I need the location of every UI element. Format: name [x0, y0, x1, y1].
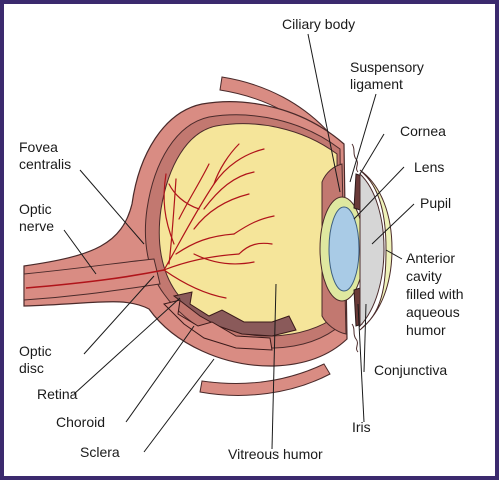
- label-line: Anterior: [406, 250, 456, 266]
- label-line: disc: [19, 360, 44, 376]
- label-lens: Lens: [414, 159, 445, 175]
- label-line: humor: [406, 322, 446, 338]
- cornea-shape: [359, 169, 393, 331]
- conjunctiva-top: [351, 143, 359, 173]
- label-ciliary-body: Ciliary body: [282, 16, 356, 32]
- label-suspensory-ligament: Suspensory ligament: [350, 59, 424, 93]
- anterior-cavity-shape: [359, 172, 385, 328]
- conjunctiva-bottom: [351, 323, 359, 353]
- leader-lines: [63, 33, 415, 453]
- label-line: Optic: [19, 343, 52, 359]
- label-line: ligament: [350, 76, 403, 92]
- label-choroid: Choroid: [56, 414, 106, 430]
- eye-cross-section: [23, 33, 415, 453]
- lens-shape: [328, 206, 360, 292]
- label-line: nerve: [19, 218, 55, 234]
- lower-muscle-band: [199, 363, 331, 396]
- choroid-cut: [163, 299, 273, 351]
- label-fovea-centralis: Fovea centralis: [19, 139, 71, 173]
- blood-vessels: [163, 143, 275, 299]
- optic-artery: [25, 269, 165, 289]
- label-line: filled with: [406, 286, 464, 302]
- label-retina: Retina: [37, 386, 78, 402]
- label-conjunctiva: Conjunctiva: [374, 362, 448, 378]
- label-line: cavity: [406, 268, 442, 284]
- label-optic-nerve: Optic nerve: [19, 201, 54, 235]
- label-line: Fovea: [19, 139, 58, 155]
- label-sclera: Sclera: [80, 444, 120, 460]
- label-iris: Iris: [352, 419, 371, 435]
- label-line: aqueous: [406, 304, 460, 320]
- label-optic-disc: Optic disc: [19, 343, 52, 377]
- label-cornea: Cornea: [400, 123, 446, 139]
- label-line: centralis: [19, 156, 72, 172]
- label-line: Optic: [19, 201, 52, 217]
- label-anterior-cavity: Anterior cavity filled with aqueous humo…: [406, 249, 464, 339]
- label-vitreous-humor: Vitreous humor: [228, 446, 323, 462]
- optic-nerve-shape: [23, 258, 161, 301]
- label-line: Suspensory: [350, 59, 424, 75]
- label-pupil: Pupil: [420, 195, 452, 211]
